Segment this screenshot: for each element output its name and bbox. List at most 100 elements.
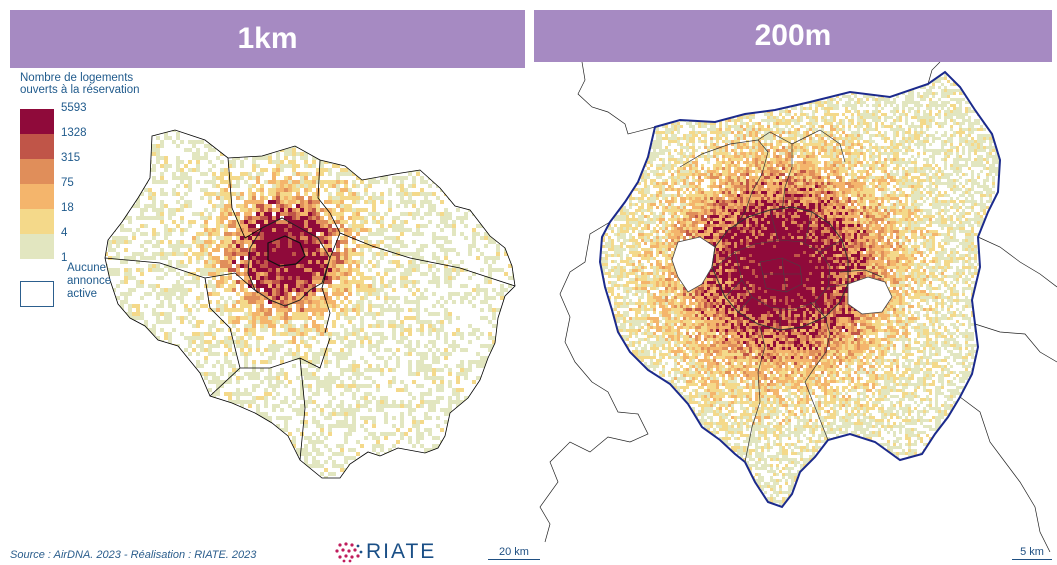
density-cell <box>276 272 280 276</box>
density-cell <box>240 228 244 232</box>
density-cell <box>96 212 100 216</box>
density-cell <box>244 228 248 232</box>
density-cell <box>192 140 196 144</box>
density-cell <box>248 240 252 244</box>
density-cell <box>508 264 512 268</box>
density-cell <box>516 284 520 288</box>
density-cell <box>304 164 308 168</box>
density-cell <box>56 212 60 216</box>
density-cell <box>408 300 412 304</box>
density-cell <box>344 196 348 200</box>
density-cell <box>264 276 268 280</box>
density-cell <box>336 124 340 128</box>
density-cell <box>108 248 112 252</box>
density-cell <box>440 220 444 224</box>
density-cell <box>392 168 396 172</box>
density-cell <box>184 292 188 296</box>
density-cell <box>308 272 312 276</box>
density-cell <box>352 260 356 264</box>
density-cell <box>320 130 324 132</box>
density-cell <box>436 360 440 364</box>
density-cell <box>256 348 260 352</box>
density-cell <box>220 220 224 224</box>
density-cell <box>512 232 515 236</box>
density-cell <box>260 320 264 324</box>
density-cell <box>148 188 152 192</box>
density-cell <box>212 184 216 188</box>
density-cell <box>492 176 496 180</box>
density-cell <box>172 288 176 292</box>
density-cell <box>340 264 344 268</box>
density-cell <box>8 100 12 104</box>
density-cell <box>480 200 484 204</box>
density-cell <box>36 316 40 320</box>
density-cell <box>280 316 284 320</box>
density-cell <box>292 324 296 328</box>
density-cell <box>220 212 224 216</box>
density-cell <box>400 180 404 184</box>
density-cell <box>468 184 472 188</box>
density-cell <box>460 76 464 80</box>
density-cell <box>160 328 164 332</box>
density-cell <box>260 252 264 256</box>
density-cell <box>400 244 404 248</box>
density-cell <box>244 304 248 308</box>
density-cell <box>364 184 368 188</box>
density-cell <box>200 336 204 340</box>
density-cell <box>124 296 128 300</box>
density-cell <box>388 280 392 284</box>
density-cell <box>376 112 380 116</box>
density-cell <box>348 204 352 208</box>
density-cell <box>312 80 316 84</box>
density-cell <box>428 184 432 188</box>
density-cell <box>360 256 364 260</box>
density-cell <box>244 360 248 364</box>
density-cell <box>12 300 16 304</box>
density-cell <box>152 204 156 208</box>
density-cell <box>116 284 120 288</box>
density-cell <box>496 156 500 160</box>
density-cell <box>160 372 164 376</box>
density-cell <box>448 216 452 220</box>
density-cell <box>128 180 132 184</box>
density-cell <box>476 232 480 236</box>
density-cell <box>196 148 200 152</box>
density-cell <box>320 276 324 280</box>
density-cell <box>136 280 140 284</box>
density-cell <box>452 130 456 132</box>
density-cell <box>448 224 452 228</box>
density-cell <box>100 336 104 340</box>
density-cell <box>208 100 212 104</box>
density-cell <box>336 316 340 320</box>
density-cell <box>272 236 276 240</box>
density-cell <box>352 140 356 144</box>
density-cell <box>424 104 428 108</box>
density-cell <box>484 276 488 280</box>
density-cell <box>520 284 524 288</box>
density-cell <box>260 304 264 308</box>
density-cell <box>288 280 292 284</box>
density-cell <box>324 156 328 160</box>
density-cell <box>72 368 76 372</box>
density-cell <box>148 268 152 272</box>
density-cell <box>476 184 480 188</box>
density-cell <box>396 184 400 188</box>
density-cell <box>276 288 280 292</box>
density-cell <box>436 236 440 240</box>
density-cell <box>384 92 388 96</box>
density-cell <box>300 100 304 104</box>
density-cell <box>412 180 416 184</box>
density-cell <box>320 264 324 268</box>
density-cell <box>184 252 188 256</box>
density-cell <box>316 144 320 148</box>
density-cell <box>524 344 528 348</box>
density-cell <box>176 184 180 188</box>
density-cell <box>60 284 64 288</box>
density-cell <box>424 244 428 248</box>
density-cell <box>128 160 132 164</box>
density-cell <box>368 348 372 352</box>
density-cell <box>116 296 120 300</box>
density-cell <box>260 336 264 340</box>
density-cell <box>444 220 448 224</box>
density-cell <box>244 84 248 88</box>
